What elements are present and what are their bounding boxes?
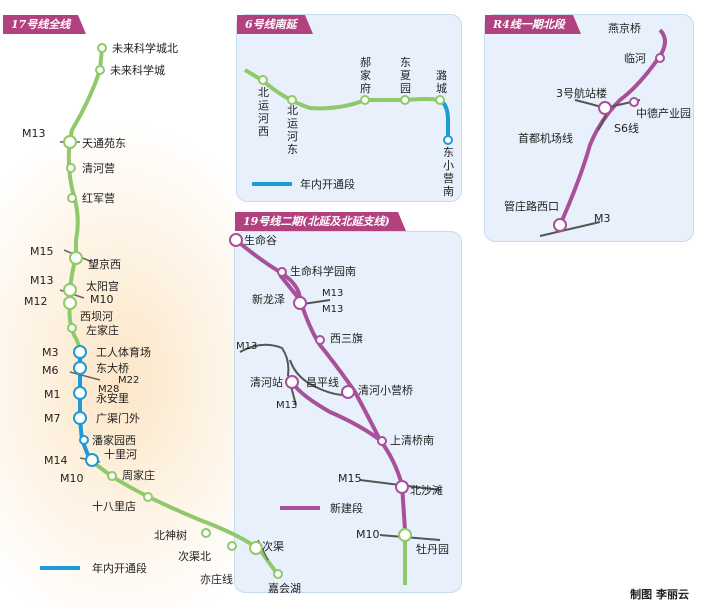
station-label: 天通苑东 (82, 137, 126, 150)
station-label: 左家庄 (86, 323, 119, 337)
station-label: 管庄路西口 (504, 199, 559, 213)
panel-line19 (235, 232, 461, 592)
station-label: 红军营 (82, 191, 115, 205)
station-label: 亦庄线 (200, 572, 233, 586)
station-label: 燕京桥 (608, 21, 641, 35)
station-label: 北运河东 (287, 104, 298, 156)
station-label: 十八里店 (92, 499, 136, 513)
station-label: 北沙滩 (410, 483, 443, 497)
station-label: 3号航站楼 (556, 86, 607, 100)
station-label: 牡丹园 (416, 542, 449, 556)
line6-stations (258, 75, 445, 105)
transfer-label: M15 (338, 472, 362, 485)
station-label: 太阳宫 (86, 279, 119, 293)
transfer-label: M14 (44, 454, 68, 467)
transfer-label: M3 (42, 346, 59, 359)
title-line6: 6号线南延 (237, 15, 313, 34)
legend-label: 年内开通段 (300, 177, 355, 191)
transfer-label: M12 (24, 295, 48, 308)
station-label: 生命谷 (244, 233, 277, 247)
line19-stations (229, 233, 409, 494)
station-label: 潘家园西 (92, 433, 136, 447)
transfer-label: M13 (236, 341, 257, 352)
transfer-label: M13 (22, 127, 46, 140)
transfer-label: M10 (60, 472, 84, 485)
station-label: 十里河 (104, 447, 137, 461)
station-label: 嘉会湖 (268, 581, 301, 595)
line6-legend: 年内开通段 (252, 177, 355, 191)
station-label: 未来科学城 (110, 63, 165, 77)
station-label: 北神树 (154, 528, 187, 542)
station-label: 西坝河 (80, 309, 113, 323)
station-label: 生命科学园南 (290, 264, 356, 278)
transfer-label: M22 (118, 375, 139, 386)
station-label: 昌平线 (306, 375, 339, 389)
station-label: 北运河西 (258, 86, 269, 138)
transfer-label: M3 (594, 212, 611, 225)
station-label: 东小营南 (443, 146, 454, 198)
panel-line6 (237, 15, 461, 201)
lineR4-labels: 燕京桥 临河 3号航站楼 中德产业园 S6线 首都机场线 管庄路西口 M3 (504, 21, 691, 225)
station-label: 清河营 (82, 161, 115, 175)
station-label: 新龙泽 (252, 292, 285, 306)
station-label: 望京西 (88, 257, 121, 271)
station-label: 西三旗 (330, 331, 363, 345)
transfer-label: M13 (276, 400, 297, 411)
legend-label: 年内开通段 (92, 561, 147, 575)
legend-label: 新建段 (330, 501, 363, 515)
transfer-label: M6 (42, 364, 59, 377)
station-label: 临河 (624, 51, 646, 65)
line17-stations (63, 43, 107, 333)
station-label: 郝家府 (360, 55, 371, 95)
line6-route (243, 68, 450, 140)
station-label: 次渠 (262, 539, 284, 553)
station-label: 东夏园 (400, 56, 411, 95)
line17-stations-south (107, 471, 283, 579)
line19-labels: 生命谷 生命科学园南 新龙泽 西三旗 清河站 昌平线 清河小营桥 上清桥南 北沙… (236, 233, 449, 556)
transfer-label: M7 (44, 412, 61, 425)
station-dot (443, 135, 453, 145)
station-label: 次渠北 (178, 549, 211, 563)
station-dot (398, 528, 412, 542)
lineR4-stations (553, 53, 665, 232)
title-lineR4: R4线一期北段 (485, 15, 581, 34)
station-label: 周家庄 (122, 468, 155, 482)
station-label: 永安里 (96, 391, 129, 405)
transfer-label: M13 (30, 274, 54, 287)
credit: 制图 李丽云 (630, 588, 689, 601)
station-label: 清河站 (250, 375, 283, 389)
transfer-label: M13 (322, 304, 343, 315)
panel-lineR4 (485, 15, 693, 241)
station-label: 清河小营桥 (358, 383, 413, 397)
title-line17: 17号线全线 (3, 15, 87, 34)
station-label: 潞城 (436, 68, 447, 95)
station-label: 广渠门外 (96, 411, 140, 425)
station-label: 工人体育场 (96, 345, 151, 359)
transfer-label: M13 (322, 288, 343, 299)
station-label: 东大桥 (96, 361, 129, 375)
line17-labels: 未来科学城北 未来科学城 天通苑东 清河营 红军营 望京西 太阳宫 西坝河 左家… (22, 41, 301, 595)
station-label: 中德产业园 (636, 106, 691, 120)
transfer-label: M15 (30, 245, 54, 258)
line17-legend: 年内开通段 (40, 561, 147, 575)
station-label: 未来科学城北 (112, 41, 178, 55)
transfer-label: M28 (98, 384, 119, 395)
transfer-label: M1 (44, 388, 61, 401)
station-label: S6线 (614, 121, 639, 135)
title-line19: 19号线二期(北延及北延支线) (235, 212, 406, 231)
line6-labels: 北运河西 北运河东 郝家府 东夏园 潞城 东小营南 (258, 55, 454, 198)
line19-legend: 新建段 (280, 501, 363, 515)
line17-stations-open (73, 345, 99, 467)
transfer-label: M10 (90, 293, 114, 306)
transfer-label: M10 (356, 528, 380, 541)
station-label: 首都机场线 (518, 131, 573, 145)
station-label: 上清桥南 (390, 434, 434, 447)
